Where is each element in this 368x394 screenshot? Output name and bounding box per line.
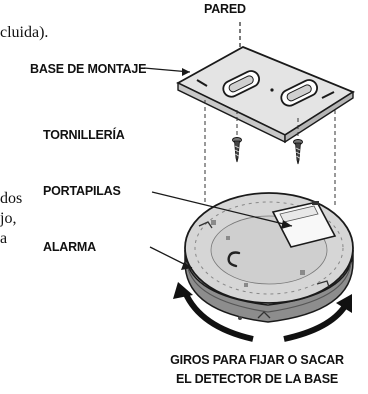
screw-icon-right (293, 139, 303, 165)
rotate-arrows-icon (173, 282, 352, 342)
caption-line-1: GIROS PARA FIJAR O SACAR (170, 353, 344, 367)
label-battery-holder: PORTAPILAS (43, 184, 121, 198)
caption-line-2: EL DETECTOR DE LA BASE (175, 372, 339, 386)
leader-lines (143, 67, 293, 270)
text-fragment-3: jo, (0, 210, 17, 227)
label-hardware: TORNILLERÍA (43, 128, 125, 142)
alarm-detector-illustration (184, 192, 354, 323)
text-fragment-4: a (0, 230, 8, 247)
label-mounting-base: BASE DE MONTAJE (30, 62, 147, 76)
mounting-base-illustration (176, 46, 355, 144)
label-alarm: ALARMA (43, 240, 96, 254)
screw-icon-left (232, 137, 242, 163)
label-wall: PARED (204, 2, 246, 16)
text-fragment-2: dos (0, 190, 23, 207)
text-fragment-1: cluida). (0, 24, 49, 41)
